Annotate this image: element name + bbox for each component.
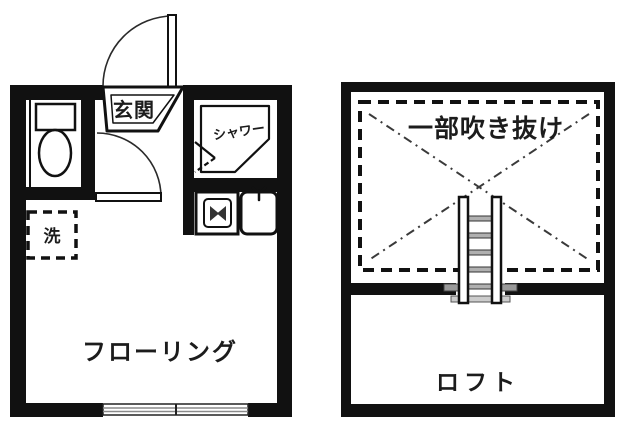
shower-tray [199,104,271,174]
main-room-label: フローリング [82,339,238,366]
right-floorplan: 一部吹き抜け ロフト [341,82,615,417]
void-area: 一部吹き抜け [358,100,600,272]
genkan-outline [101,85,185,133]
genkan-area: 玄関 [101,85,185,133]
left-floorplan: 玄関 シャワー [10,14,292,417]
void-label: 一部吹き抜け [408,114,564,143]
left-walls [10,85,292,417]
stove-burner [217,206,226,221]
wall-segment [10,85,103,100]
genkan-inner-line [110,94,175,124]
washer-outline [26,210,78,260]
sink-faucet [251,186,267,202]
toilet-bowl [37,128,73,178]
sink-icon [239,186,279,236]
shower-label: シャワー [212,120,266,142]
shower-left-wall [183,85,194,235]
ladder-rung [466,249,494,256]
toilet-icon [34,102,77,178]
right-walls [341,82,615,417]
shower-room: シャワー [194,104,271,174]
genkan-label: 玄関 [113,98,155,122]
loft-label: ロフト [436,369,520,395]
ladder-support [443,283,461,292]
toilet-bottom-wall [10,187,95,200]
ladder-support [500,283,518,292]
shower-folding-door [194,157,216,173]
ladder-base [450,295,511,303]
wall-segment [341,82,351,417]
ladder-rung [466,232,494,239]
loft-edge-wall [341,283,456,295]
kitchen-top-wall [183,178,292,192]
washer-label: 洗 [44,226,61,246]
toilet-tank [34,102,77,132]
wall-segment [10,85,26,417]
void-diagonal [368,113,590,261]
interior-door-arc [96,132,162,198]
entrance-door-leaf [167,14,177,88]
loft-edge-wall [505,283,615,295]
interior-door [95,132,162,202]
stove-icon [194,190,240,236]
shower-folding-door [194,141,216,159]
wall-segment [10,403,103,417]
toilet-room [29,98,83,189]
wall-segment [248,403,292,417]
ladder-rail [457,195,470,305]
entrance-door-arc [102,15,174,87]
ladder-rung [466,283,494,290]
ladder-rung [466,215,494,222]
wall-segment [341,82,615,92]
wall-segment [277,85,292,417]
wall-segment [604,82,615,417]
interior-door-leaf [95,192,162,202]
entrance-door [102,14,177,88]
washer-box: 洗 [26,210,78,260]
ladder-icon [443,195,518,305]
wall-segment [341,404,615,417]
window [102,403,249,416]
ladder-rail [490,195,503,305]
wall-segment [183,85,292,100]
ladder-rung [466,266,494,273]
toilet-right-wall [82,85,95,200]
stove-burner [210,206,219,221]
